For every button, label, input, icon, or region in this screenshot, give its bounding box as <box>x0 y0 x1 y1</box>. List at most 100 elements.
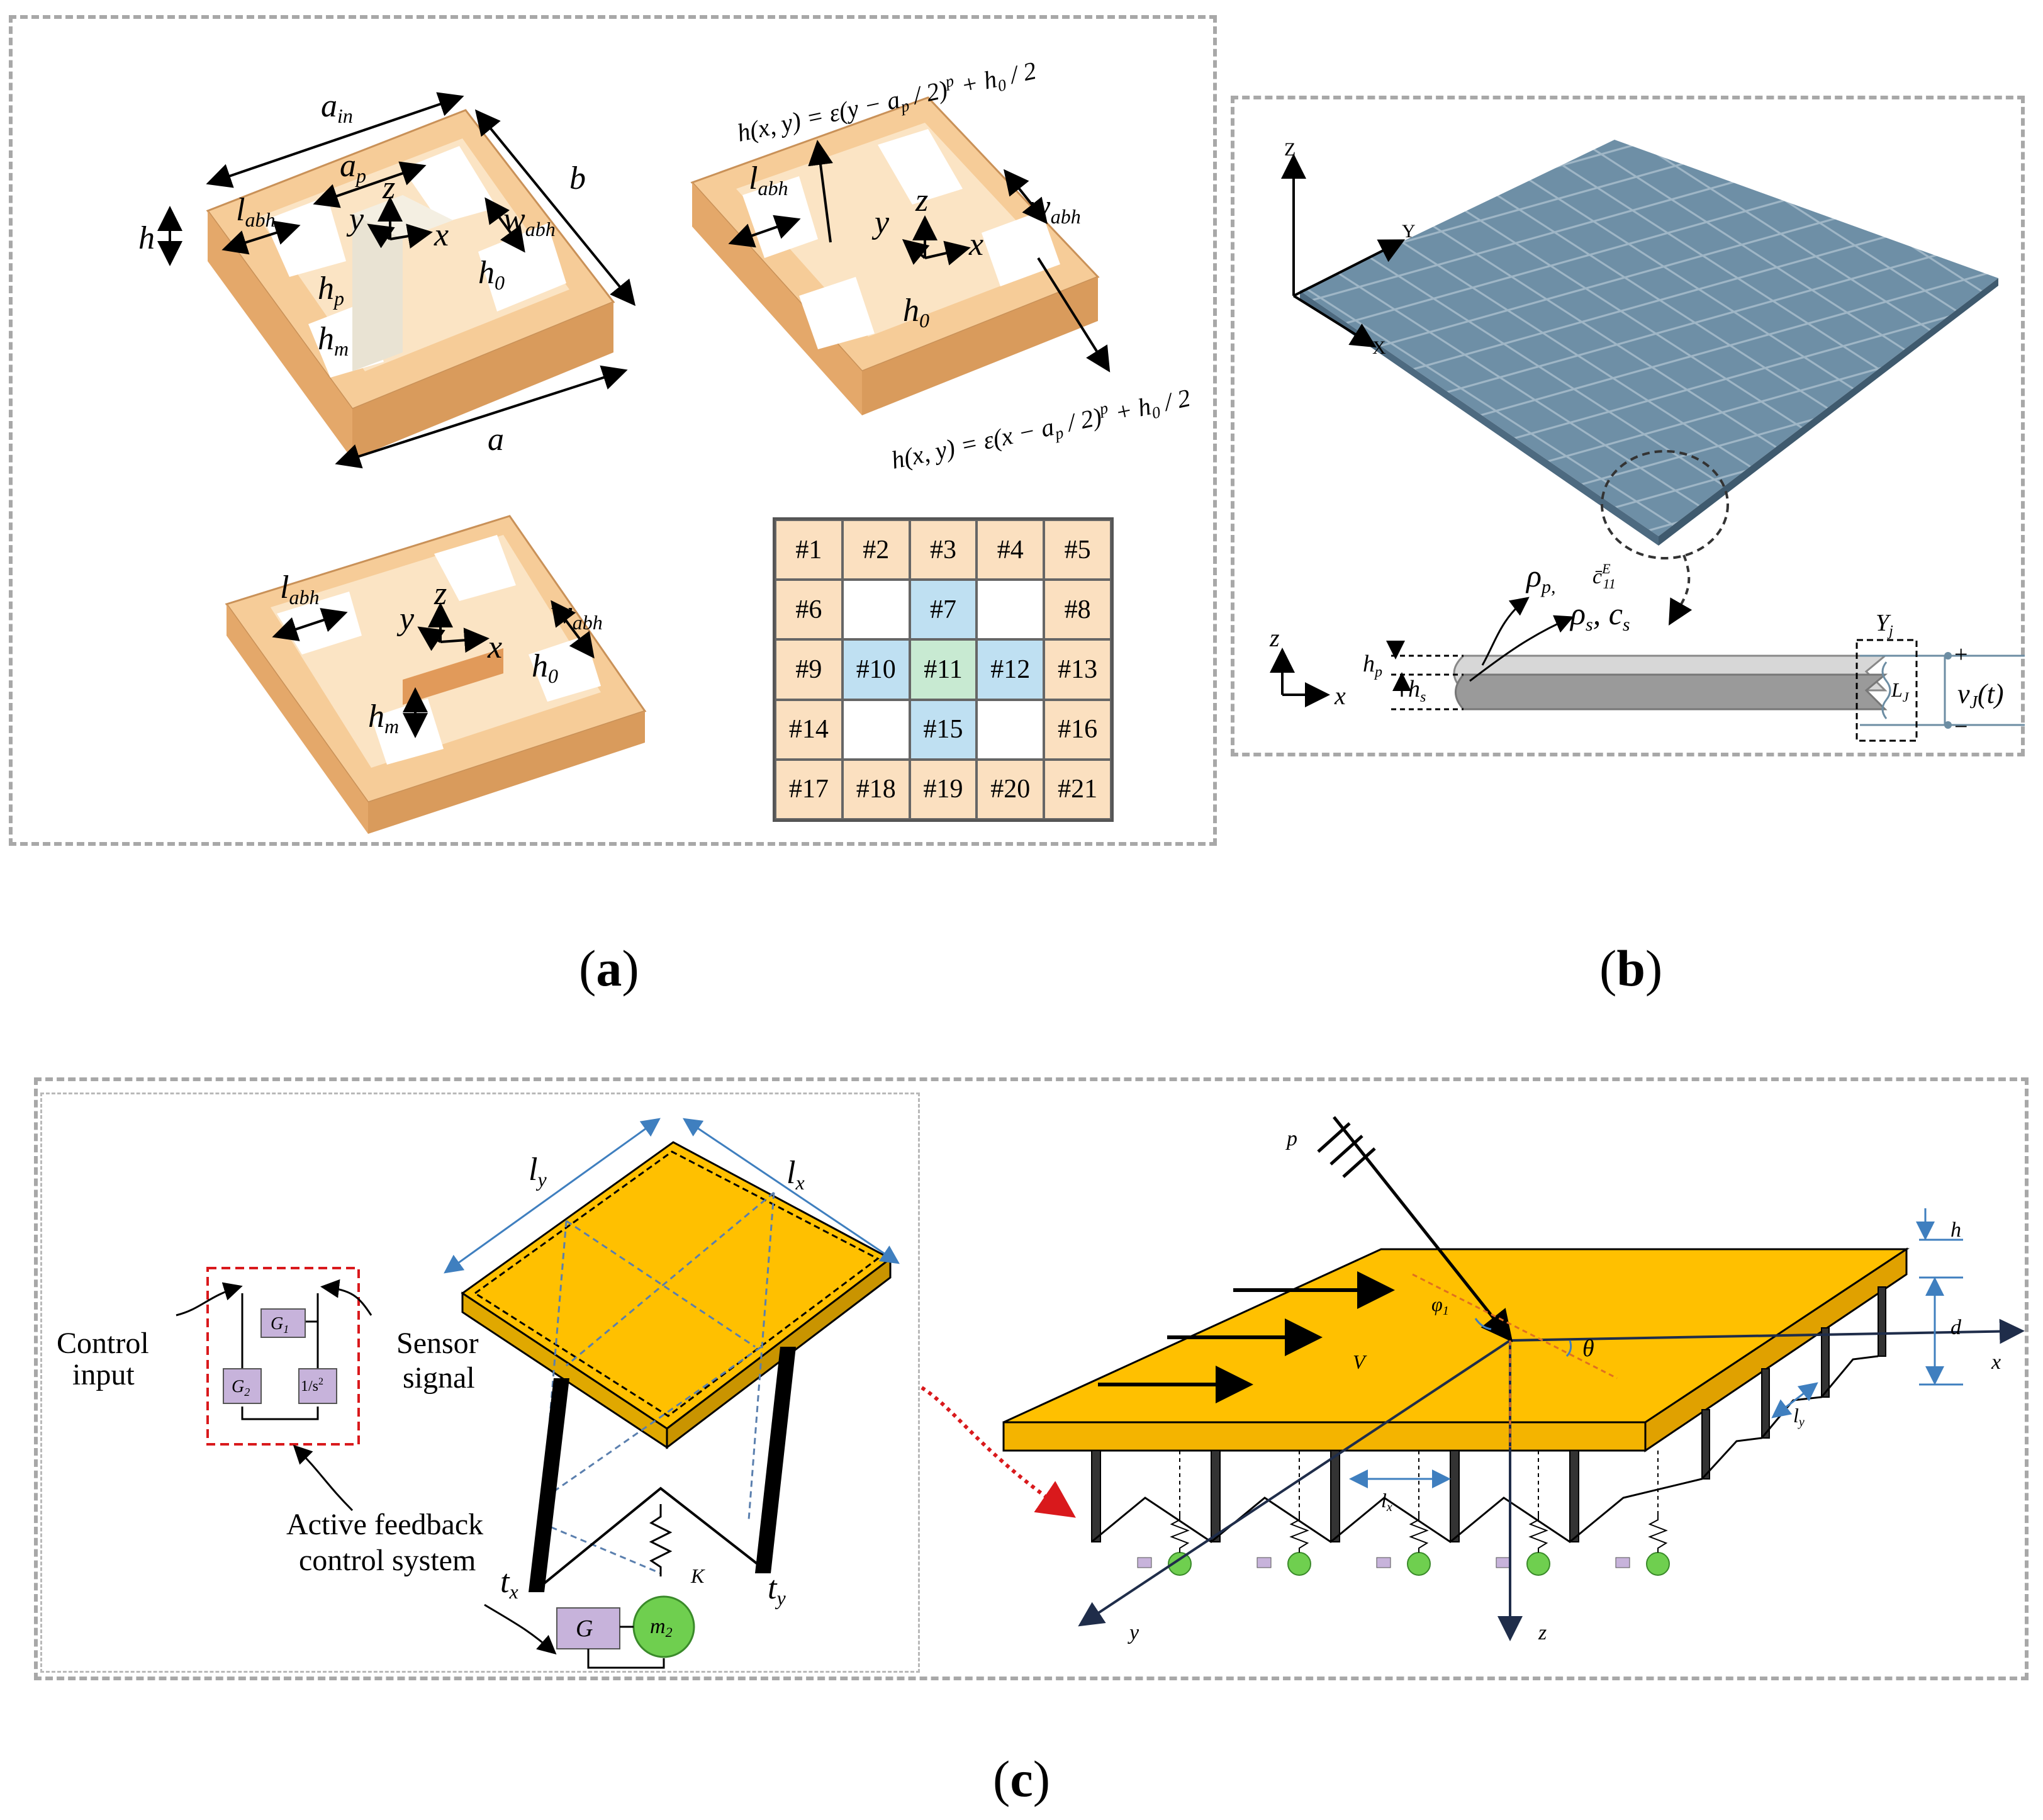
label-Lj: LJ <box>1891 678 1910 705</box>
block-G2 <box>223 1368 262 1404</box>
grid-cell <box>842 580 910 640</box>
grid-cell: #20 <box>977 759 1044 819</box>
grid-cell: #2 <box>842 520 910 580</box>
label-z-2: z <box>915 183 928 218</box>
label-l-abh-3: labh <box>280 570 319 609</box>
label-h-0-2: h0 <box>903 293 929 332</box>
grid-cell: #17 <box>775 759 842 819</box>
label-V: V <box>1353 1351 1367 1373</box>
label-plus: + <box>1954 641 1967 668</box>
label-G1: G1 <box>271 1314 289 1335</box>
label-rho-p: ρp, <box>1525 558 1556 597</box>
control-box <box>206 1267 360 1446</box>
zoom-circle <box>1601 450 1729 559</box>
axis-label-Y: Y <box>1402 221 1416 242</box>
label-G: G <box>576 1615 593 1642</box>
spring-K <box>649 1504 673 1576</box>
label-feedback-2: control system <box>299 1544 476 1577</box>
connector-arrow <box>921 1386 1076 1518</box>
grid-cell: #13 <box>1044 639 1111 700</box>
grid-cell: #9 <box>775 639 842 700</box>
label-h-0-1: h0 <box>478 255 505 294</box>
label-rho-s-cs: ρs, cs <box>1569 596 1630 635</box>
grid-cell: #1 <box>775 520 842 580</box>
label-tx: tx <box>500 1564 518 1603</box>
grid-cell: #18 <box>842 759 910 819</box>
unit-cell-grid: #1#2#3#4#5#6#7#8#9#10#11#12#13#14#15#16#… <box>773 517 1114 822</box>
label-x-2: x <box>968 227 983 262</box>
label-y-2: y <box>871 205 890 240</box>
label-h-m-3: hm <box>368 699 399 738</box>
label-a: a <box>488 422 504 458</box>
section-z: z <box>1269 624 1280 652</box>
section-x: x <box>1334 682 1346 710</box>
panel-a-frame <box>9 15 1217 846</box>
grid-cell: #3 <box>909 520 977 580</box>
grid-cell: #11 <box>909 639 977 700</box>
block-G1 <box>260 1308 306 1338</box>
label-signal: signal <box>403 1361 475 1395</box>
label-ly-plate: ly <box>1793 1404 1805 1429</box>
label-y-3: y <box>396 601 415 637</box>
grid-cell <box>977 699 1044 760</box>
caption-b: (b) <box>1599 940 1663 997</box>
label-b: b <box>569 160 586 196</box>
section-axes <box>1270 648 1330 707</box>
y-axis <box>1078 1339 1511 1627</box>
grid-cell: #8 <box>1044 580 1111 640</box>
label-h-0-3: h0 <box>532 648 558 687</box>
flow-arrows <box>1098 1271 1395 1403</box>
label-z-plate: z <box>1538 1621 1547 1644</box>
label-minus: − <box>1954 714 1967 740</box>
label-l-abh-2: labh <box>749 160 788 199</box>
label-d: d <box>1951 1316 1962 1339</box>
label-h-m-1: hm <box>318 321 349 360</box>
resonator-row <box>1137 1514 1670 1576</box>
label-feedback-1: Active feedback <box>286 1508 483 1541</box>
grid-cell: #4 <box>977 520 1044 580</box>
grid-cell <box>842 699 910 760</box>
caption-c: (c) <box>993 1750 1051 1807</box>
axis-triad-1 <box>367 196 433 249</box>
label-lx-plate: lx <box>1381 1489 1392 1514</box>
label-lx: lx <box>786 1155 805 1194</box>
label-phi1: φ1 <box>1431 1293 1449 1318</box>
grid-cell: #21 <box>1044 759 1111 819</box>
support-legs <box>1091 1286 1886 1542</box>
grid-cell: #14 <box>775 699 842 760</box>
label-ty: ty <box>768 1570 786 1609</box>
label-y-plate: y <box>1128 1621 1139 1644</box>
label-hs: hs <box>1408 676 1426 705</box>
label-x-1: x <box>434 217 449 253</box>
label-h-p: hp <box>318 271 344 310</box>
grid-cell: #5 <box>1044 520 1111 580</box>
laminate-cross-section <box>1453 654 1888 711</box>
label-z-1: z <box>382 170 395 206</box>
label-z-3: z <box>434 576 447 612</box>
label-theta: θ <box>1582 1335 1594 1362</box>
label-sensor: Sensor <box>396 1327 479 1360</box>
label-p: p <box>1285 1127 1297 1150</box>
label-x-plate: x <box>1991 1351 2001 1374</box>
grid-cell <box>977 580 1044 640</box>
panel-a-drawing: ain ap b h a labh wabh hp hm h0 x y z la… <box>138 56 1193 834</box>
grid-cell: #12 <box>977 639 1044 700</box>
panel-c-drawing: G1 G2 1/s2 Control input Sensor signal A… <box>57 1116 2025 1669</box>
axis-label-X: X <box>1372 337 1386 358</box>
label-w-abh-2: wabh <box>1029 189 1081 228</box>
label-inv-s2: 1/s2 <box>301 1376 323 1395</box>
block-inv-s2 <box>298 1368 337 1404</box>
label-x-3: x <box>487 629 502 665</box>
label-l-abh-1: labh <box>236 192 275 231</box>
axis-triad-2 <box>902 215 971 266</box>
incident-wave <box>1333 1116 1513 1342</box>
metamaterial-plate <box>1002 1247 1910 1452</box>
resonator-variant-2 <box>225 515 647 834</box>
label-w-abh-3: wabh <box>551 595 603 634</box>
label-ly: ly <box>529 1152 547 1191</box>
label-input: input <box>72 1358 135 1391</box>
resonator-variant-1 <box>690 96 1100 415</box>
piezo-plate-array <box>1300 140 1998 546</box>
